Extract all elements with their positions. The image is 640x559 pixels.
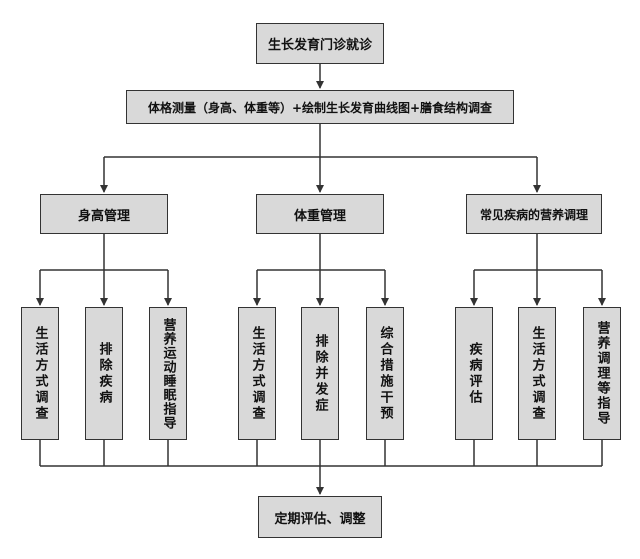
title-box: 生长发育门诊就诊 [256, 23, 384, 64]
assessment-box: 体格测量（身高、体重等）+绘制生长发育曲线图+膳食结构调查 [126, 90, 514, 124]
item-exclude-disease: 排除疾病 [85, 307, 123, 440]
branch-weight-management: 体重管理 [256, 194, 384, 234]
item-nutrition-exercise-sleep-guidance: 营养运动睡眠指导 [149, 307, 187, 440]
item-nutrition-conditioning-guidance: 营养调理等指导 [583, 307, 621, 440]
branch-nutrition-for-common-diseases: 常见疾病的营养调理 [466, 194, 602, 234]
final-box: 定期评估、调整 [258, 496, 382, 538]
item-exclude-complications: 排除并发症 [301, 307, 339, 440]
item-comprehensive-intervention: 综合措施干预 [366, 307, 404, 440]
item-lifestyle-survey: 生活方式调查 [518, 307, 556, 440]
item-lifestyle-survey: 生活方式调查 [238, 307, 276, 440]
item-lifestyle-survey: 生活方式调查 [21, 307, 59, 440]
item-disease-assessment: 疾病评估 [455, 307, 493, 440]
branch-height-management: 身高管理 [40, 194, 168, 234]
